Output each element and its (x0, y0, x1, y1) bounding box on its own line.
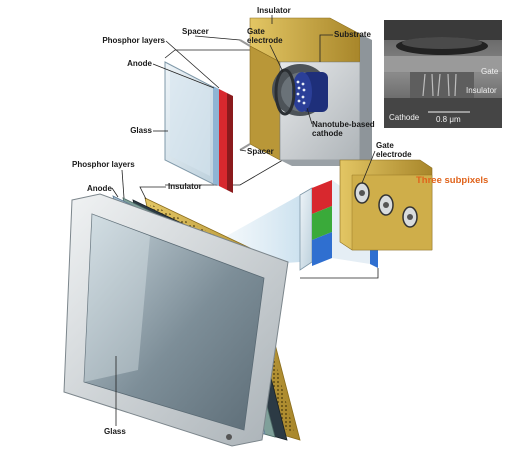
label-three-subpixels: Three subpixels (416, 175, 488, 186)
display-button (226, 434, 232, 440)
label-insulator-bottom: Insulator (168, 182, 202, 191)
label-nanotube-1: Nanotube-based (312, 120, 375, 129)
label-gate-electrode-top-1: Gate (247, 27, 265, 36)
subpixel-emitters (354, 182, 418, 228)
label-substrate: Substrate (334, 30, 371, 39)
label-insulator-top: Insulator (257, 6, 291, 15)
label-nanotube-2: cathode (312, 129, 343, 138)
label-gate-electrode-top-2: electrode (247, 36, 283, 45)
display-labels: Phosphor layers Anode Insulator Glass (72, 160, 202, 436)
label-gate-electrode-right-1: Gate (376, 141, 394, 150)
subpixel-callout: Gate electrode Three subpixels (299, 141, 488, 279)
label-phosphor-bottom: Phosphor layers (72, 160, 135, 169)
top-assembly (164, 17, 372, 193)
top-phosphor-layer (219, 89, 227, 190)
display-screen (83, 213, 265, 431)
label-phosphor-top: Phosphor layers (102, 36, 165, 45)
sem-label-insulator: Insulator (466, 86, 497, 95)
main-display (63, 193, 301, 447)
label-glass-bottom: Glass (104, 427, 126, 436)
subpixel-red (312, 180, 332, 214)
label-spacer-bottom: Spacer (247, 147, 274, 156)
subpixel-green (312, 206, 332, 240)
label-gate-electrode-right-2: electrode (376, 150, 412, 159)
label-glass-top: Glass (130, 126, 152, 135)
sem-scale-bar: 0.8 μm (436, 115, 461, 124)
sem-label-cathode: Cathode (389, 113, 420, 122)
top-gate-electrode (274, 68, 296, 116)
label-anode-top: Anode (127, 59, 152, 68)
top-labels: Phosphor layers Anode Spacer Insulator S… (102, 6, 374, 156)
subpixel-blue (312, 232, 332, 266)
top-anode-layer (213, 86, 219, 186)
sem-label-gate: Gate (481, 67, 499, 76)
label-spacer-top: Spacer (182, 27, 209, 36)
sem-micrograph: Gate Insulator Cathode 0.8 μm (384, 20, 502, 128)
label-anode-bottom: Anode (87, 184, 112, 193)
